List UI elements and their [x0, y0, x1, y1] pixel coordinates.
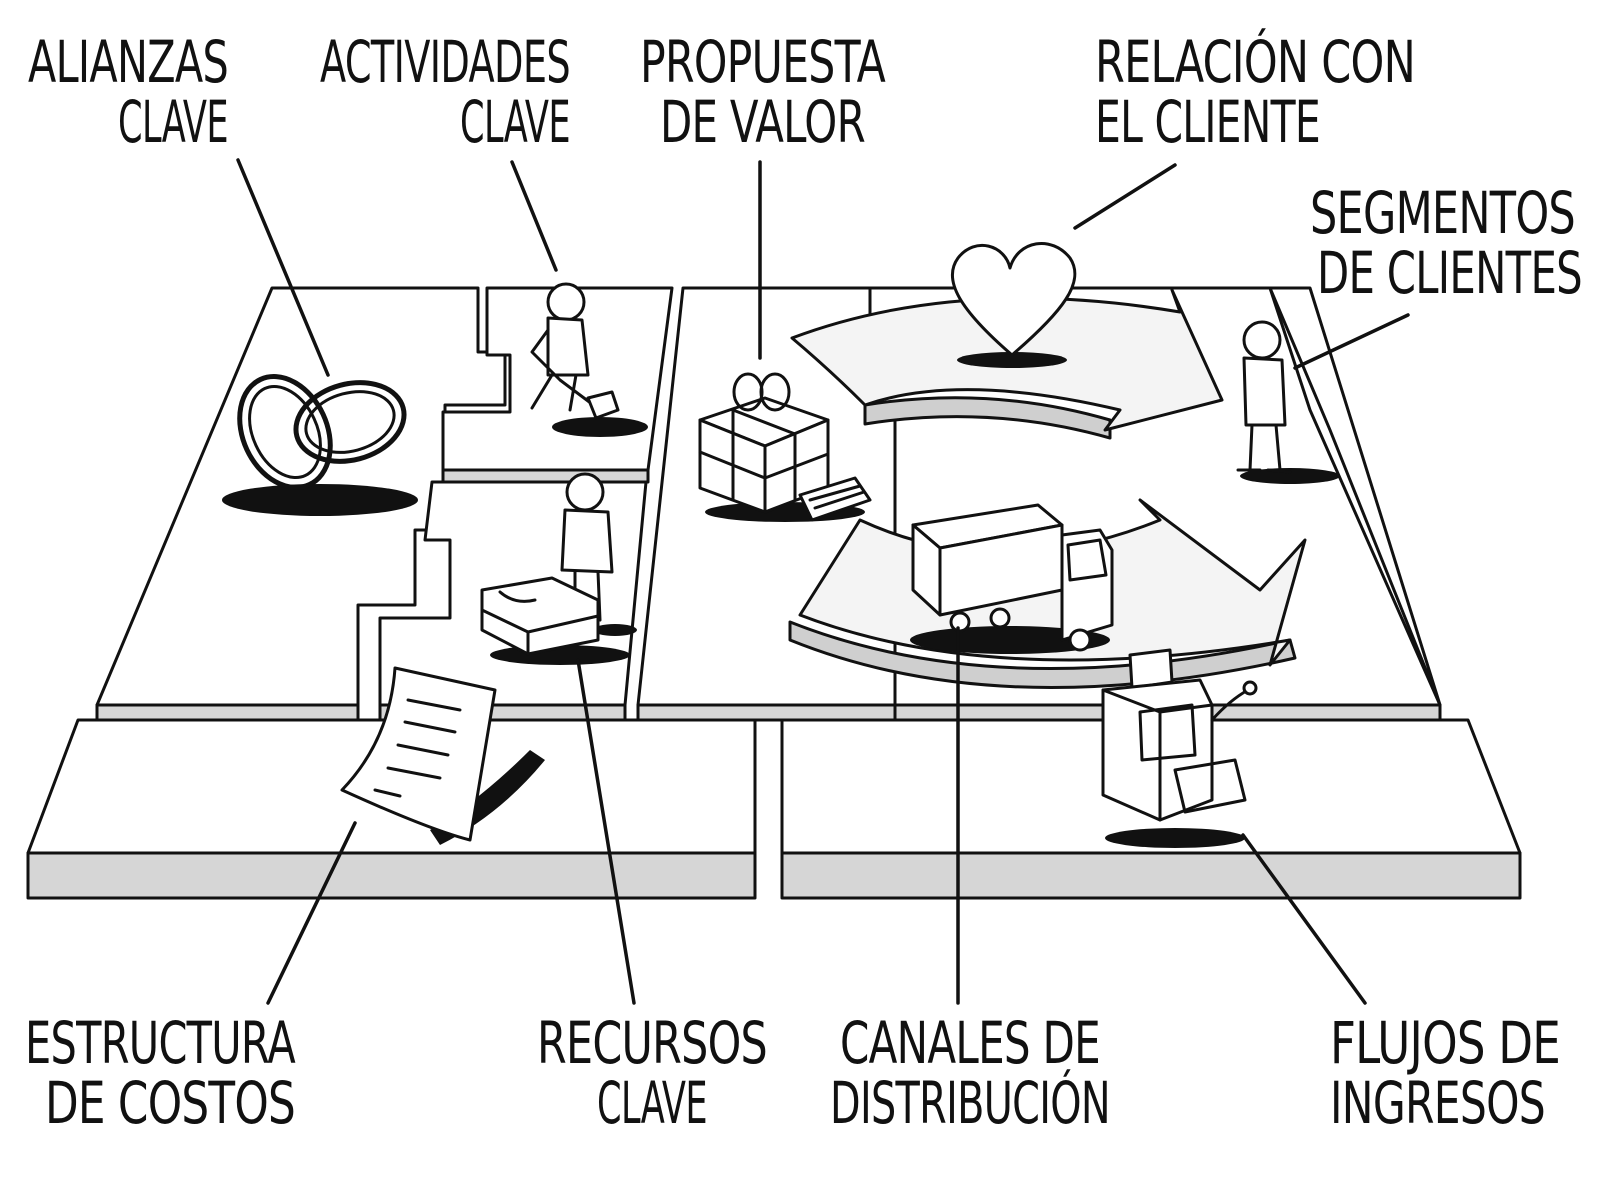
label-key-partners-line1: ALIANZAS	[28, 28, 228, 96]
leader-cost-structure	[266, 821, 357, 1005]
label-revenue: FLUJOS DE INGRESOS	[1330, 1009, 1561, 1137]
label-key-resources-line2: CLAVE	[597, 1069, 707, 1137]
rings-icon	[222, 374, 418, 516]
label-channels: CANALES DE DISTRIBUCIÓN	[830, 1009, 1111, 1137]
board	[26, 286, 1522, 900]
block-segments	[1268, 286, 1442, 707]
label-key-partners: ALIANZAS CLAVE	[28, 28, 229, 156]
label-segments: SEGMENTOS DE CLIENTES	[1310, 179, 1583, 307]
label-key-resources: RECURSOS CLAVE	[537, 1009, 768, 1137]
label-value-prop: PROPUESTA DE VALOR	[640, 28, 887, 156]
label-revenue-line1: FLUJOS DE	[1330, 1009, 1560, 1077]
label-key-activities: ACTIVIDADES CLAVE	[320, 28, 571, 156]
label-cost-structure-line2: DE COSTOS	[45, 1069, 295, 1137]
leader-lines	[236, 158, 1410, 1005]
leader-key-resources	[576, 658, 636, 1005]
label-key-activities-line2: CLAVE	[460, 88, 570, 156]
label-customer-rel-line2: EL CLIENTE	[1095, 88, 1320, 156]
label-cost-structure-line1: ESTRUCTURA	[25, 1009, 296, 1077]
customer-person-icon	[1236, 320, 1340, 484]
person-with-machine-icon	[480, 472, 637, 665]
label-customer-rel: RELACIÓN CON EL CLIENTE	[1095, 27, 1416, 156]
label-segments-line2: DE CLIENTES	[1317, 239, 1582, 307]
leader-key-partners	[236, 158, 330, 377]
label-channels-line1: CANALES DE	[840, 1009, 1100, 1077]
leader-revenue	[1241, 833, 1367, 1005]
leader-customer-rel	[1073, 163, 1177, 230]
label-channels-line2: DISTRIBUCIÓN	[830, 1068, 1110, 1137]
heart-icon	[950, 242, 1077, 368]
label-segments-line1: SEGMENTOS	[1310, 179, 1575, 247]
gift-box-icon	[698, 372, 872, 522]
label-key-partners-line2: CLAVE	[118, 88, 228, 156]
leader-segments	[1293, 313, 1410, 370]
truck-icon	[910, 503, 1114, 654]
cash-register-icon	[1101, 648, 1258, 848]
label-value-prop-line2: DE VALOR	[660, 88, 865, 156]
label-customer-rel-line1: RELACIÓN CON	[1095, 27, 1415, 96]
label-value-prop-line1: PROPUESTA	[640, 28, 886, 96]
labels: ALIANZAS CLAVE ACTIVIDADES CLAVE PROPUES…	[25, 27, 1583, 1137]
label-cost-structure: ESTRUCTURA DE COSTOS	[25, 1009, 297, 1137]
document-icon	[340, 666, 545, 845]
digging-person-icon	[530, 282, 648, 437]
label-key-resources-line1: RECURSOS	[537, 1009, 767, 1077]
label-revenue-line2: INGRESOS	[1330, 1069, 1545, 1137]
label-key-activities-line1: ACTIVIDADES	[320, 28, 570, 96]
leader-key-activities	[510, 160, 558, 272]
